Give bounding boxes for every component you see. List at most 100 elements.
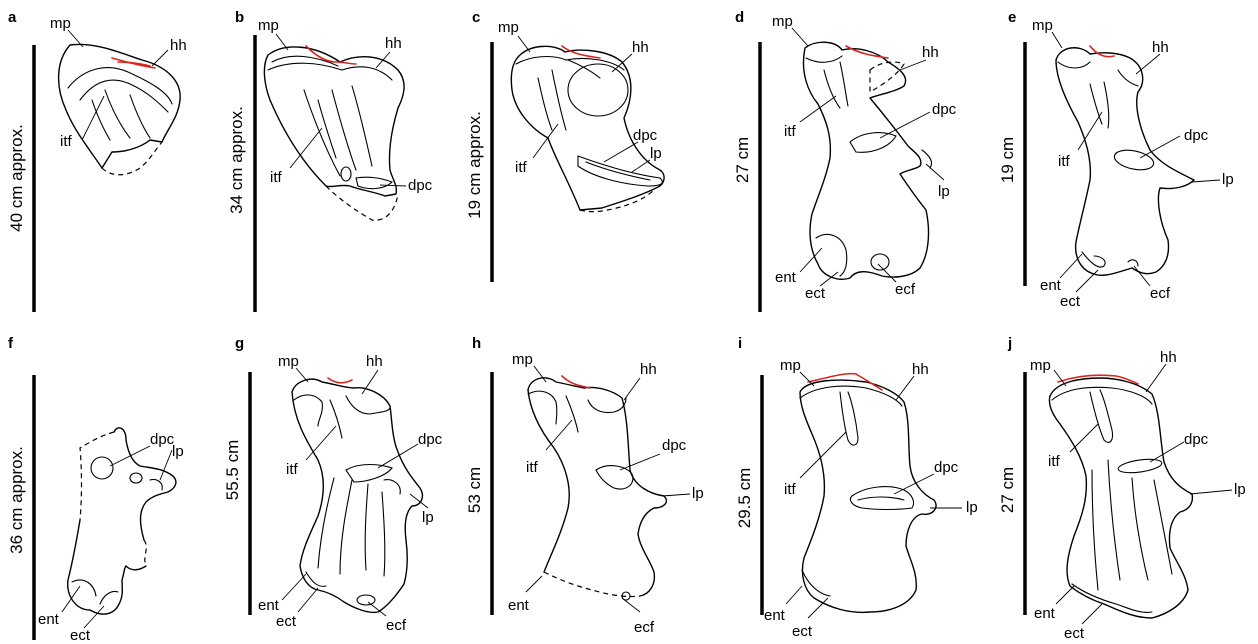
humerus-outline-bottom-f [67,519,127,615]
broken-edge-c [579,187,657,213]
deltopectoral-crest-j [1117,458,1163,474]
label-lp-i: lp [966,499,978,516]
shaft-line-j [1107,459,1121,581]
label-ecf-d: ecf [895,281,916,298]
humerus-outline-b [263,46,405,197]
panel-letter-g: g [235,335,244,352]
panel-a: a 40 cm approx. mp hh itf [7,9,187,312]
label-leader-line [807,597,829,619]
panel-letter-c: c [472,9,480,26]
label-dpc-j: dpc [1184,431,1209,448]
medial-process-rim-g [293,394,323,427]
lateral-process-f [149,478,163,491]
label-leader-line [799,431,847,479]
humerus-outline-g [291,378,424,614]
label-leader-line [893,473,935,495]
crest-inner-c [585,161,651,181]
articular-highlight-j [1057,374,1139,385]
label-leader-line [661,493,691,497]
articular-highlight-c [561,45,601,59]
label-hh-h: hh [640,361,657,378]
panel-d: d 27 cm mp hh dpc itf lp ent ect ecf [733,9,957,312]
label-ect-j: ect [1064,625,1085,642]
articular-highlight-i [807,372,883,391]
label-leader-line [305,425,337,461]
label-leader-line [545,419,573,451]
label-hh-i: hh [912,361,929,378]
fossa-line-2-e [1089,83,1103,125]
panel-b: b 34 cm approx. mp hh itf dpc [227,9,433,312]
label-leader-line [1135,53,1161,75]
label-leader-line [799,247,823,273]
label-leader-line [297,587,319,613]
label-itf-c: itf [515,159,528,176]
label-lp-c: lp [650,145,662,162]
entepicondyle-d [815,233,848,277]
shaft-line-2-g [364,483,369,571]
label-ent-f: ent [38,611,60,628]
scale-label-a: 40 cm approx. [7,124,26,232]
label-ect-i: ect [792,623,813,640]
label-leader-line [1189,489,1233,495]
scale-label-g: 55.5 cm [223,440,242,500]
label-leader-line [67,29,84,48]
label-leader-line [81,95,105,141]
label-leader-line [1051,31,1063,49]
fossa-line-e [1103,81,1110,129]
label-lp-d: lp [938,183,950,200]
label-leader-line [151,49,169,67]
distal-condyles-f [71,579,119,605]
label-leader-line [281,573,307,601]
label-hh-d: hh [922,44,939,61]
label-leader-line [275,33,289,51]
panel-letter-f: f [8,335,14,352]
fossa-i [839,391,859,446]
label-leader-line [1133,265,1151,287]
label-leader-line [1069,423,1099,453]
deltopectoral-crest-d [849,132,897,153]
label-itf-e: itf [1058,153,1071,170]
label-lp-f: lp [172,443,184,460]
label-dpc-b: dpc [408,177,433,194]
lateral-process-g [383,479,401,495]
fossa-line-2-c [537,77,553,131]
label-leader-line [1055,585,1075,605]
broken-head-d [869,61,905,94]
label-leader-line [1145,363,1167,393]
label-leader-line [1075,269,1099,293]
panel-i: i 29.5 cm mp hh dpc itf lp ent ect [735,335,978,640]
scale-label-e: 19 cm [998,137,1017,183]
articular-highlight-h [561,375,591,389]
label-leader-line [603,141,639,163]
label-leader-line [533,365,547,383]
label-leader-line [517,35,531,53]
label-hh-j: hh [1160,349,1177,366]
distal-condyles-j [1071,583,1153,613]
scale-label-b: 34 cm approx. [227,106,246,214]
medial-process-rim-d [805,55,843,63]
label-mp-i: mp [780,357,801,374]
label-leader-line [879,111,931,139]
label-leader-line [375,51,391,69]
distal-edge-f [125,565,147,571]
humerus-outline-top-f [113,427,177,541]
label-dpc-g: dpc [418,431,443,448]
articular-highlight-2-a [117,61,151,67]
deltopectoral-crest-g [345,463,393,483]
label-leader-line [611,53,633,73]
deltopectoral-crest-e [1113,149,1155,171]
label-leader-line [1191,179,1221,183]
ectepicondylar-foramen-d [870,253,890,271]
label-ecf-h: ecf [634,619,655,636]
label-ect-g: ect [276,613,297,630]
medial-process-rim-e [1057,61,1091,69]
articular-highlight-b [305,45,357,65]
label-lp-h: lp [692,485,704,502]
shaft-line-3-g [317,477,335,569]
shaft-line-a [104,89,131,139]
label-itf-j: itf [1048,453,1061,470]
humerus-outline-d [802,41,930,280]
label-leader-line [623,377,641,401]
label-leader-line [532,123,559,159]
